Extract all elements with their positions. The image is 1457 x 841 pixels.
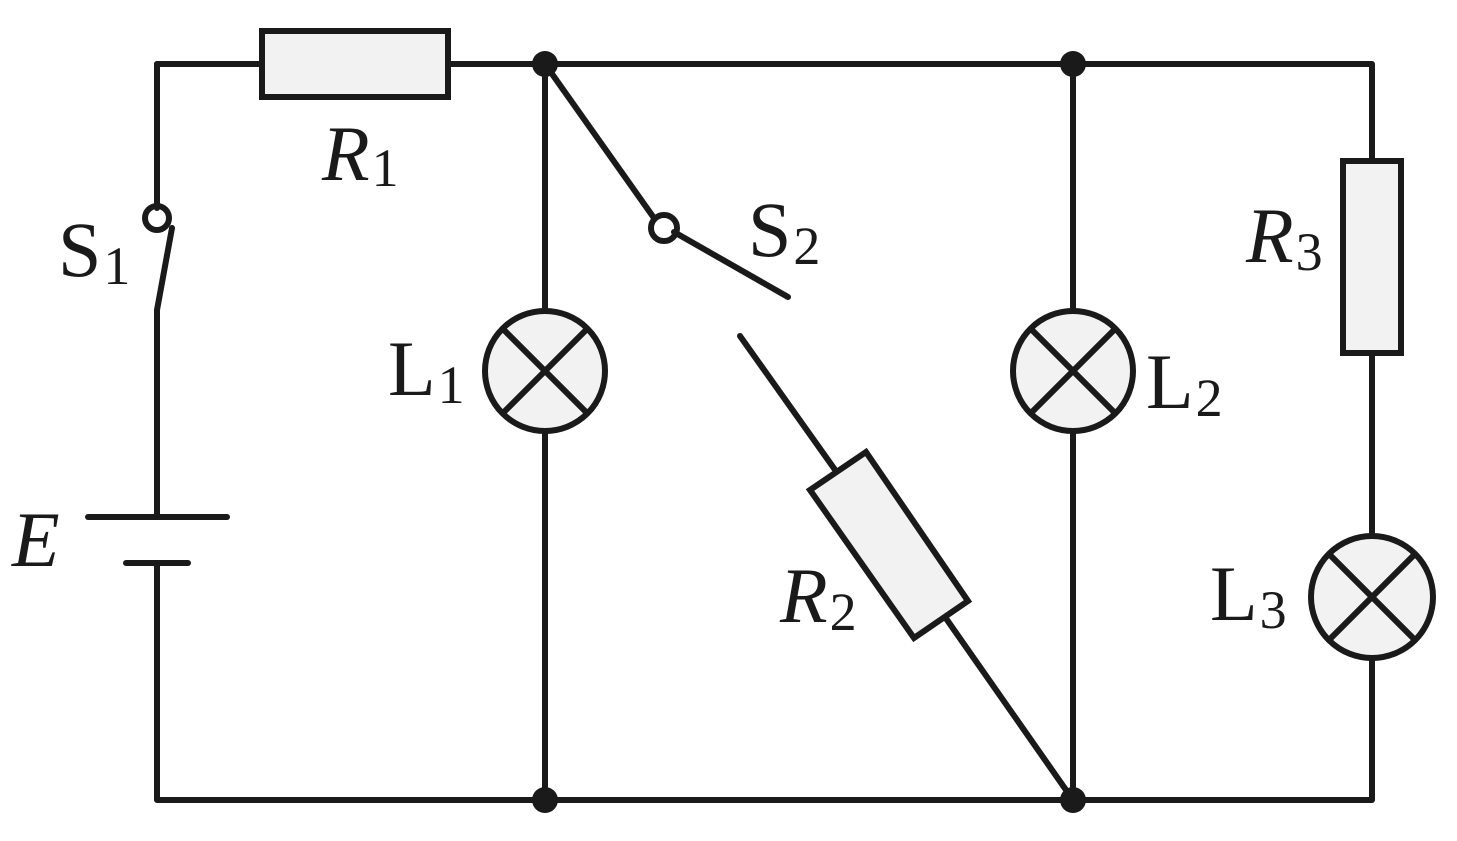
label-l2-main: L <box>1146 338 1194 425</box>
label-l2: L2 <box>1146 338 1223 428</box>
lamp-l3 <box>1308 533 1436 661</box>
switch-s2[interactable] <box>648 212 791 300</box>
label-s1-main: S <box>58 206 101 293</box>
label-l1: L1 <box>388 325 465 415</box>
wire-r2-lower <box>942 614 1076 803</box>
label-l2-sub: 2 <box>1196 368 1223 428</box>
label-s1-sub: 1 <box>103 236 130 296</box>
label-l1-main: L <box>388 325 436 412</box>
wire-r2-upper <box>737 333 841 477</box>
wire-s2-arm <box>542 61 657 221</box>
wire-top-mid <box>445 61 1375 164</box>
junction-node <box>1060 787 1086 813</box>
switch-s1[interactable] <box>142 203 175 313</box>
label-l1-sub: 1 <box>438 355 465 415</box>
switch-s1-pivot-icon <box>142 203 172 233</box>
junction-node <box>532 51 558 77</box>
label-r3-main: R <box>1245 192 1294 279</box>
junction-nodes <box>532 51 1086 813</box>
wire-left-lower <box>154 560 1375 803</box>
label-r3-sub: 3 <box>1296 222 1323 282</box>
label-r2: R2 <box>779 552 857 642</box>
label-r1-sub: 1 <box>372 138 399 198</box>
lamp-l1-cross-b <box>500 326 590 416</box>
junction-node <box>532 787 558 813</box>
lamp-l1 <box>482 308 608 434</box>
label-s1: S1 <box>58 206 130 296</box>
label-r2-sub: 2 <box>830 582 857 642</box>
lamp-l3-cross-b <box>1326 551 1418 643</box>
label-r2-main: R <box>779 552 828 639</box>
wires <box>154 61 1375 803</box>
label-s2-sub: 2 <box>793 216 820 276</box>
switch-s2-pivot-icon <box>648 212 680 244</box>
junction-node <box>1060 51 1086 77</box>
battery-icon <box>85 514 230 566</box>
label-r1-main: R <box>321 110 370 197</box>
resistor-r1 <box>259 28 451 100</box>
label-l3-main: L <box>1210 550 1258 637</box>
label-l3-sub: 3 <box>1260 580 1287 640</box>
labels: E S1 S2 R1 R2 R3 L1 L2 L3 <box>11 110 1323 642</box>
lamp-l2-cross-b <box>1028 326 1118 416</box>
switch-s2-blade <box>671 229 791 300</box>
label-r3: R3 <box>1245 192 1323 282</box>
lamp-l2 <box>1010 308 1136 434</box>
label-r1: R1 <box>321 110 399 198</box>
resistor-r2 <box>805 447 973 643</box>
label-s2: S2 <box>748 186 820 276</box>
switch-s1-blade <box>154 225 175 313</box>
resistor-r3 <box>1340 158 1404 356</box>
label-s2-main: S <box>748 186 791 273</box>
label-e: E <box>11 496 60 583</box>
label-l3: L3 <box>1210 550 1287 640</box>
